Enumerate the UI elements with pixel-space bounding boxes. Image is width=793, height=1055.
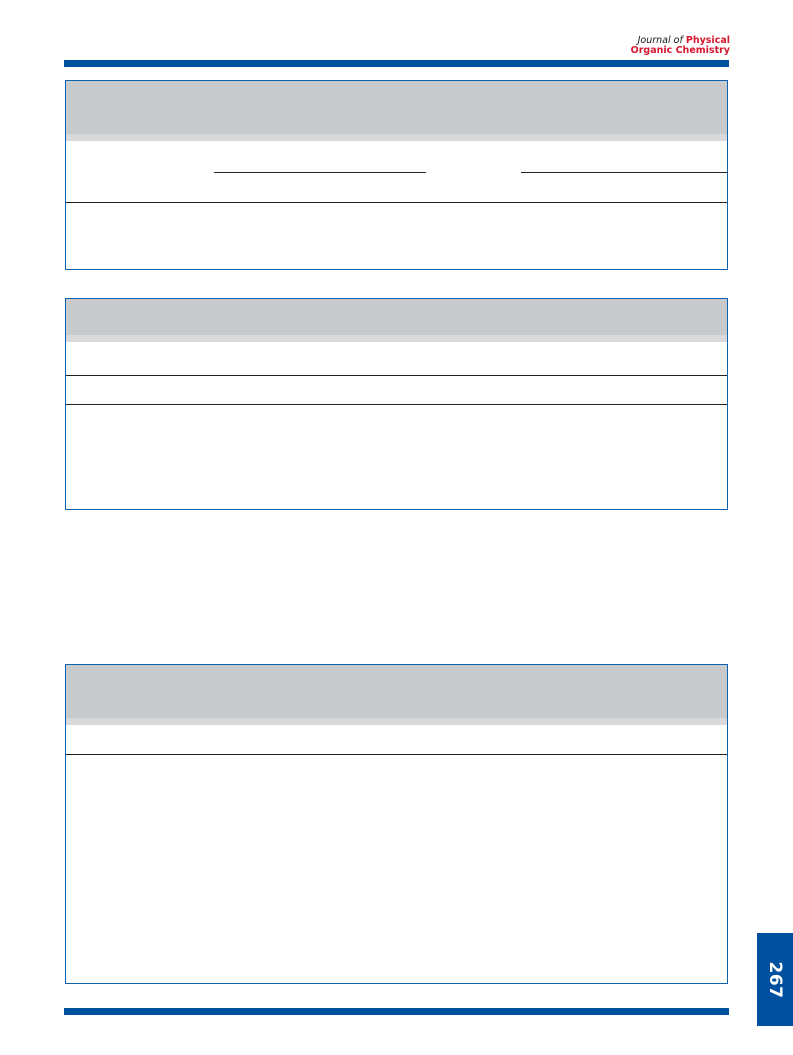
- journal-logo: Journal of Physical Organic Chemistry: [631, 36, 730, 56]
- table-1: [65, 80, 728, 270]
- top-rule: [64, 60, 729, 67]
- page-number: 267: [765, 961, 785, 998]
- table-2-header: [66, 299, 727, 342]
- table-1-header: [66, 81, 727, 141]
- table-3-header: [66, 665, 727, 725]
- page-number-tab: 267: [757, 933, 793, 1026]
- journal-name-line2: Organic Chemistry: [630, 45, 730, 56]
- table-3: [65, 664, 728, 984]
- table-2-row-rule-1: [66, 375, 727, 376]
- table-1-header-rule: [66, 202, 727, 203]
- table-1-header-band: [66, 134, 727, 141]
- table-2-header-band: [66, 335, 727, 342]
- journal-name-prefix: Journal of: [637, 35, 686, 46]
- table-2-row-rule-2: [66, 404, 727, 405]
- bottom-rule: [64, 1008, 729, 1015]
- table-3-header-band: [66, 718, 727, 725]
- table-2: [65, 298, 728, 510]
- table-3-header-rule: [66, 754, 727, 755]
- table-1-column-group-rule-left: [214, 172, 426, 173]
- journal-name-brand: Physical: [685, 35, 730, 46]
- table-1-column-group-rule-right: [521, 172, 728, 173]
